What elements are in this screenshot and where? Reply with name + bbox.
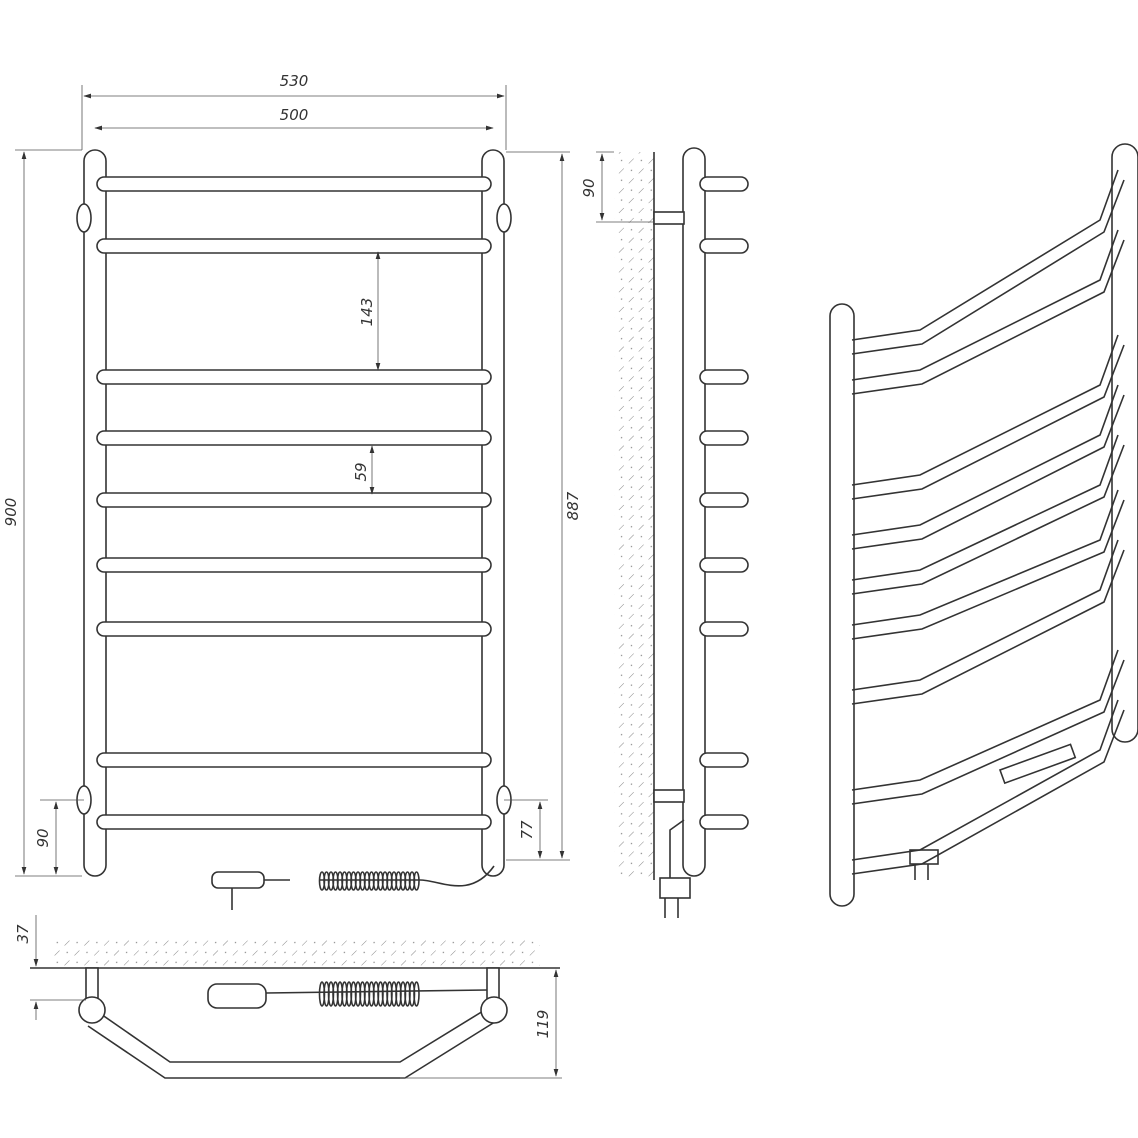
rail-bar-perspective-edge [851,499,1125,640]
coil-loop [413,981,420,1007]
rail-bar [96,492,492,508]
rail-bar [96,621,492,637]
rail-bar-perspective-edge [851,709,1125,875]
dim-top-mount-side: 90 [580,178,598,197]
rail-bar-perspective [851,539,1119,691]
coil-loop [413,871,420,891]
rail-bar-side [699,557,749,573]
cord-coil [318,981,420,1007]
rail-bar-perspective [851,229,1119,381]
dim-depth: 119 [534,1010,552,1039]
rail-bar-perspective-edge [851,179,1125,355]
cord-coil [318,871,420,891]
rail-bar-perspective-edge [851,239,1125,395]
rail-bar-perspective-edge [851,659,1125,805]
perspective-view [829,143,1138,907]
side-view: 90 [580,147,749,918]
rail-bar [96,557,492,573]
rail-bar-perspective [851,169,1119,341]
rail-bar-perspective-edge [851,444,1125,595]
rail-bar-side [699,238,749,254]
rail-bar-side [699,492,749,508]
rail-bar [96,238,492,254]
rail-bar-side [699,621,749,637]
dim-bottom-mount: 90 [34,828,52,847]
rail-bar [96,176,492,192]
rail-bar-perspective-edge [851,394,1125,550]
rail-bar-side [699,430,749,446]
rail-bar-perspective-edge [851,549,1125,705]
rail-bar [96,369,492,385]
rail-bar-perspective [851,384,1119,536]
rail-bar-side [699,752,749,768]
dim-bar-gap-small: 59 [352,462,370,481]
rail-bar-perspective [851,699,1119,861]
rail-bar-side [699,814,749,830]
rail-bar-side [699,176,749,192]
dim-inner-height: 887 [564,491,582,520]
dim-wall-offset: 37 [14,924,32,944]
rail-bar [96,430,492,446]
dim-bottom-offset: 77 [518,820,536,840]
dim-overall-width: 530 [280,72,309,90]
dim-overall-height: 900 [2,498,20,527]
dim-inner-width: 500 [280,106,309,124]
rail-bar-perspective [851,434,1119,581]
rail-bar-perspective [851,489,1119,626]
rail-bar [96,814,492,830]
front-view [76,149,512,877]
top-view: 37 119 [14,915,562,1079]
power-cord-front [211,865,495,910]
rail-bar-perspective [851,649,1119,791]
rail-bar [96,752,492,768]
front-dimensions: 530 500 143 59 900 887 90 77 [2,72,582,877]
dim-bar-gap-large: 143 [358,298,376,327]
rail-bar-perspective-edge [851,344,1125,500]
rail-bar-perspective [851,334,1119,486]
rail-bar-side [699,369,749,385]
